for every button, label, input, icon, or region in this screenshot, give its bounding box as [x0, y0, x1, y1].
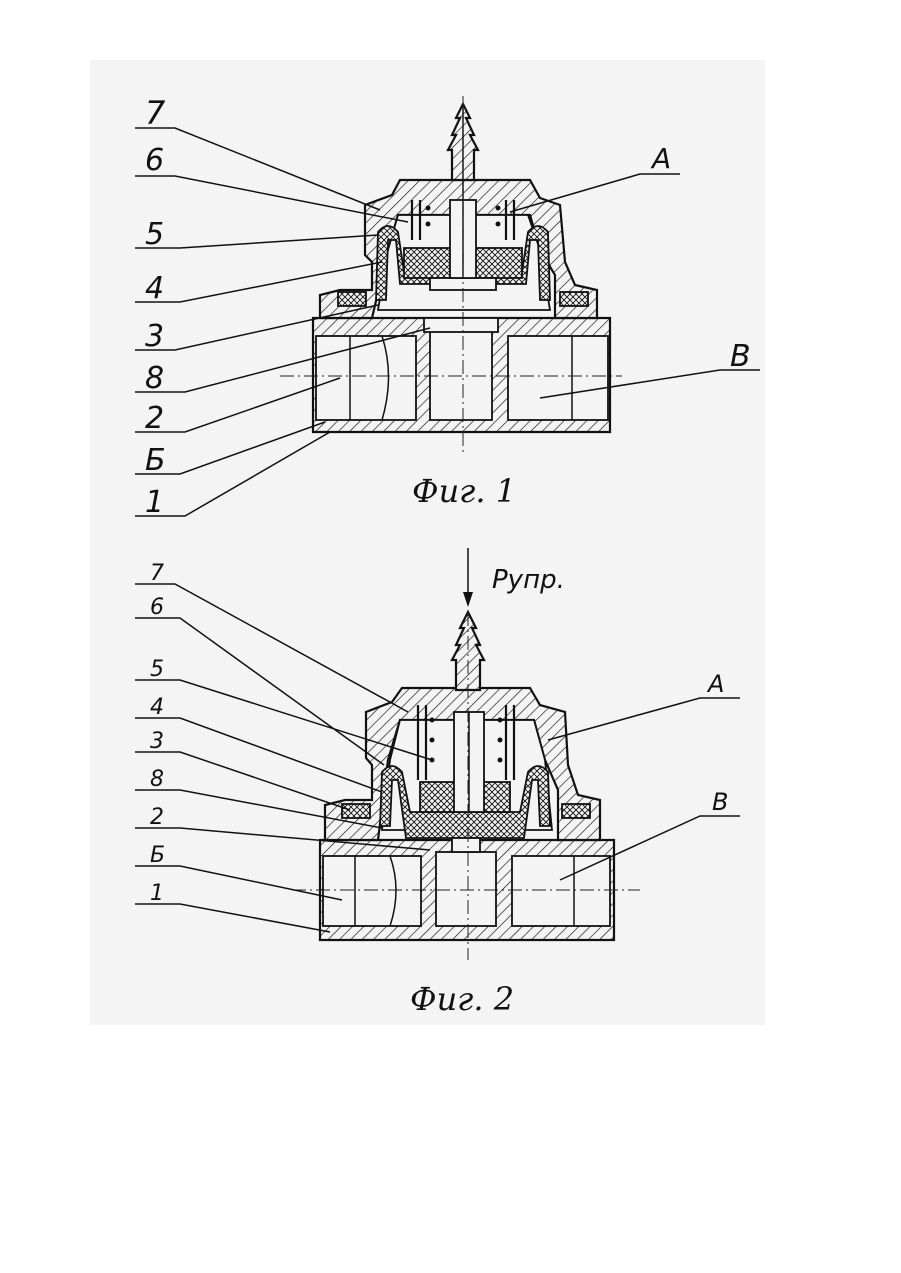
fig2-label-3: 3 — [150, 729, 164, 754]
fig1-seal-left — [338, 292, 366, 306]
fig1-label-3: 3 — [145, 319, 164, 354]
fig2-label-7: 7 — [150, 561, 164, 586]
fig2-label-2: 2 — [150, 805, 164, 830]
fig1-label-5: 5 — [145, 217, 164, 252]
fig2-label-5: 5 — [150, 657, 164, 682]
fig2-label-8: 8 — [150, 767, 164, 792]
figure-2: Pупр. — [135, 548, 740, 1018]
fig1-central-channel — [430, 330, 492, 420]
fig1-label-6: 6 — [145, 143, 164, 178]
pressure-arrow-icon — [463, 592, 473, 607]
fig2-label-4: 4 — [150, 695, 164, 720]
fig1-label-v: В — [730, 339, 751, 374]
fig1-chamber-b — [316, 336, 416, 420]
fig2-seal-left — [342, 804, 370, 818]
fig1-label-b: Б — [145, 443, 166, 478]
fig1-caption: Фиг. 1 — [412, 472, 516, 510]
fig2-seal-right — [562, 804, 590, 818]
fig1-label-4: 4 — [145, 271, 164, 306]
fig1-label-a: А — [650, 142, 671, 175]
fig2-central-channel — [436, 852, 496, 926]
fig1-label-8: 8 — [145, 361, 164, 396]
fig2-label-1: 1 — [150, 881, 164, 906]
fig2-label-b: Б — [150, 843, 165, 868]
fig2-pressure-label: Pупр. — [492, 565, 565, 595]
fig2-caption: Фиг. 2 — [410, 980, 514, 1018]
fig1-label-1: 1 — [145, 485, 164, 520]
fig2-label-6: 6 — [150, 595, 164, 620]
fig2-label-a: А — [706, 670, 724, 698]
fig1-seal-right — [560, 292, 588, 306]
fig1-label-2: 2 — [145, 401, 164, 436]
fig2-chamber-v — [512, 856, 610, 926]
fig2-chamber-b — [323, 856, 421, 926]
figure-1: 7 6 5 4 3 8 2 Б 1 А В Фиг. 1 — [135, 94, 760, 520]
fig2-label-v: В — [712, 788, 728, 816]
fig1-chamber-v — [508, 336, 608, 420]
fig1-label-7: 7 — [145, 94, 166, 132]
